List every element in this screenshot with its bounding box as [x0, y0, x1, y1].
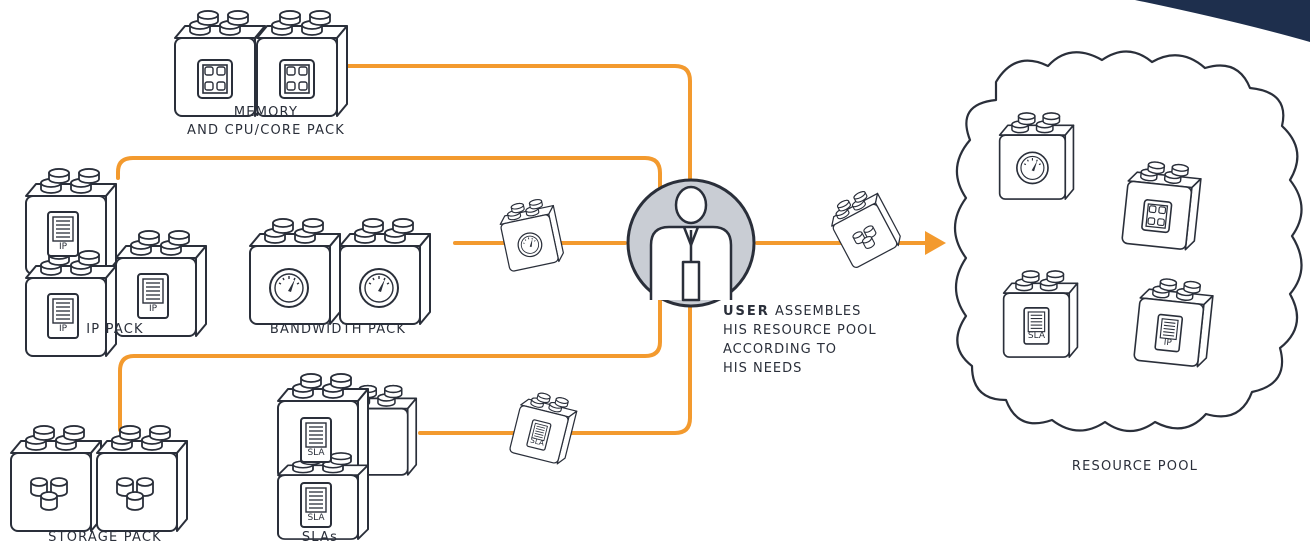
- bandwidth-pack-label: BANDWIDTH PACK: [269, 322, 407, 337]
- user-note: USER ASSEMBLES HIS RESOURCE POOL ACCORDI…: [723, 302, 877, 378]
- connector-ip: [116, 156, 662, 192]
- gauge-icon: [269, 268, 309, 308]
- user-icon: [649, 185, 733, 302]
- sla-tag: SLA: [529, 436, 546, 448]
- sla-tag: SLA: [307, 448, 325, 458]
- resource-pool-label: RESOURCE POOL: [1071, 459, 1199, 474]
- user-note-line1-rest: ASSEMBLES: [769, 304, 862, 319]
- chip-icon: [279, 59, 315, 99]
- sla-pack: SLA SLA: [277, 373, 418, 541]
- connector-lines: [116, 64, 930, 435]
- memory-pack-label: MEMORY AND CPU/CORE PACK: [150, 104, 382, 140]
- bandwidth-block-in-transit: [496, 195, 566, 273]
- pool-sla-block: SLA: [1002, 270, 1079, 358]
- chip-icon: [1140, 198, 1173, 234]
- bandwidth-pack: [249, 218, 431, 325]
- gauge-icon: [1016, 151, 1049, 185]
- ip-tag: IP: [59, 324, 68, 334]
- user-note-line1: USER ASSEMBLES: [723, 302, 877, 321]
- user-note-strong: USER: [723, 304, 770, 319]
- memory-label-line2: AND CPU/CORE PACK: [187, 123, 345, 138]
- storage-pack: [10, 425, 188, 532]
- ip-tag: IP: [59, 242, 68, 252]
- ip-tag: IP: [149, 304, 158, 314]
- user-node: [626, 178, 756, 308]
- user-note-line3: ACCORDING TO: [723, 342, 838, 357]
- corner-shape: [1135, 0, 1310, 42]
- slas-label: SLAs: [301, 530, 339, 545]
- sla-block-in-transit: SLA: [508, 388, 580, 466]
- chip-icon: [197, 59, 233, 99]
- user-note-line4: HIS NEEDS: [723, 361, 803, 376]
- arrow-right-icon: [925, 231, 946, 255]
- ip-tag: IP: [1163, 338, 1172, 349]
- sla-tag: SLA: [1028, 331, 1046, 341]
- storage-pack-label: STORAGE PACK: [48, 530, 162, 545]
- connector-storage: [118, 298, 662, 432]
- ip-pack: IP IP IP: [25, 168, 207, 357]
- gauge-icon: [359, 268, 399, 308]
- sla-tag: SLA: [307, 513, 325, 523]
- memory-label-line1: MEMORY: [233, 105, 299, 120]
- user-note-line2: HIS RESOURCE POOL: [723, 323, 877, 338]
- ip-pack-label: IP PACK: [86, 322, 144, 337]
- pool-ip-block: IP: [1132, 275, 1215, 369]
- pool-bandwidth-block: [998, 112, 1075, 200]
- storage-block-in-transit: [823, 184, 905, 270]
- connector-sla: [418, 298, 692, 435]
- connector-memory: [343, 64, 692, 192]
- memory-pack: [174, 10, 348, 117]
